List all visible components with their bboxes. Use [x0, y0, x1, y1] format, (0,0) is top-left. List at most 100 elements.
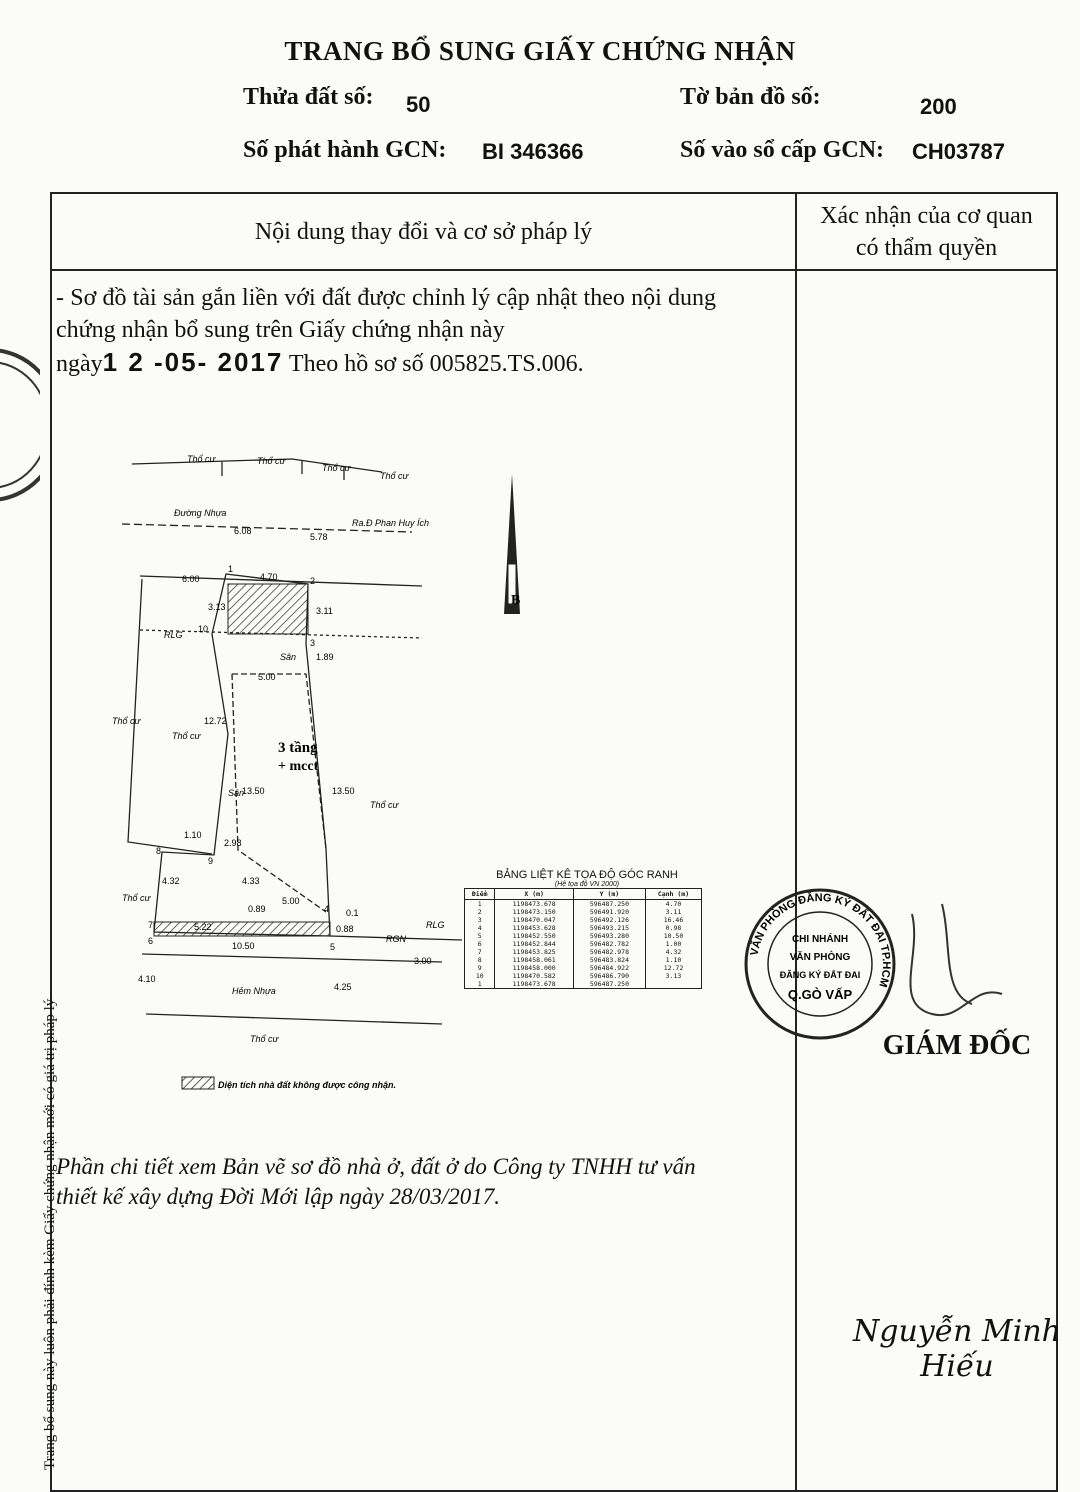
label-yard: Sân	[228, 788, 244, 798]
table-cell: 1198458.000	[494, 964, 574, 972]
label-thocu: Thổ cư	[172, 731, 202, 741]
table-cell: 596492.126	[572, 916, 646, 924]
column-header: Điểm	[463, 888, 496, 900]
dim-label: 3.00	[414, 956, 432, 966]
dim-label: 4.32	[162, 876, 180, 886]
change-content: - Sơ đồ tài sản gắn liền với đất được ch…	[56, 282, 716, 380]
register-number-value: CH03787	[912, 139, 1005, 164]
column-header: Cạnh (m)	[644, 888, 703, 900]
dim-label: 4.70	[260, 572, 278, 582]
official-seal-icon: VĂN PHÒNG ĐĂNG KÝ ĐẤT ĐAI TP.HCM CHI NHÁ…	[744, 888, 896, 1040]
label-thocu: Thổ cư	[322, 463, 352, 473]
parcel-value: 50	[406, 92, 431, 117]
dim-label: 13.50	[242, 786, 265, 796]
label-yard: Sân	[280, 652, 296, 662]
label-thocu: Thổ cư	[257, 456, 287, 466]
coordinate-table: BẢNG LIỆT KÊ TỌA ĐỘ GÓC RANH (Hệ tọa độ …	[462, 869, 712, 989]
dim-label: 1.10	[184, 830, 202, 840]
issue-number-value: BI 346366	[482, 139, 584, 164]
dim-label: 4.10	[138, 974, 156, 984]
hatched-area-top	[227, 583, 309, 635]
table-cell: 1	[463, 980, 495, 989]
legend-swatch	[181, 1076, 215, 1090]
property-sketch: Thổ cư Thổ cư Thổ cư Thổ cư Đường Nhựa R…	[112, 454, 520, 1090]
dim-label: 0.88	[336, 924, 354, 934]
road-centerline	[121, 523, 413, 533]
dim-label: 3.13	[208, 602, 226, 612]
label-rgn: RGN	[386, 934, 407, 944]
table-cell: 12.72	[644, 964, 702, 972]
column-header: X (m)	[494, 888, 574, 900]
dim-label: 1.89	[316, 652, 334, 662]
dim-label: 6.00	[182, 574, 200, 584]
table-cell: 6	[463, 940, 495, 948]
column-header-confirmation: Xác nhận của cơ quan có thẩm quyền	[820, 203, 1033, 261]
point-label: 10	[198, 624, 208, 634]
coordinate-table-subtitle: (Hệ tọa độ VN 2000)	[554, 881, 620, 888]
label-thocu: Thổ cư	[370, 800, 400, 810]
dim-label: 10.50	[232, 941, 255, 951]
issue-number-label: Số phát hành GCN:	[243, 137, 447, 163]
table-cell: 596486.790	[572, 972, 646, 980]
table-cell	[644, 980, 702, 989]
dim-label: 6.08	[234, 526, 252, 536]
label-thocu: Thổ cư	[250, 1034, 280, 1044]
table-cell: 4.32	[644, 948, 702, 956]
dim-label: 12.72	[204, 716, 227, 726]
dim-label: 5.22	[194, 922, 212, 932]
building-dashed-outline	[232, 673, 327, 850]
table-cell: 596484.922	[572, 964, 646, 972]
dim-label: 2.98	[224, 838, 242, 848]
partial-seal-icon	[0, 348, 40, 502]
table-cell: 4.70	[644, 899, 702, 908]
signature-stroke-icon	[909, 903, 1003, 1017]
point-label: 8	[156, 846, 161, 856]
rlg-bottom-line	[329, 935, 463, 941]
label-thocu: Thổ cư	[380, 471, 410, 481]
table-cell: 1198453.628	[494, 924, 574, 932]
table-cell: 1.00	[644, 940, 702, 948]
dim-label: 0.89	[248, 904, 266, 914]
label-thocu: Thổ cư	[112, 716, 142, 726]
coordinate-table-title: BẢNG LIỆT KÊ TỌA ĐỘ GÓC RANH	[496, 869, 678, 881]
table-cell: 16.46	[644, 916, 702, 924]
table-cell: 1198452.844	[494, 940, 574, 948]
dim-label: 5.00	[282, 896, 300, 906]
dossier-number: Theo hồ sơ số 005825.TS.006.	[288, 351, 584, 377]
table-cell: 3	[463, 916, 495, 924]
table-cell: 1198473.678	[494, 980, 574, 989]
seal-line: VĂN PHÒNG	[790, 950, 851, 963]
hatched-area-bottom	[153, 921, 331, 937]
column-header-content: Nội dung thay đổi và cơ sở pháp lý	[254, 219, 593, 245]
table-cell: 596482.978	[572, 948, 646, 956]
table-cell: 596493.215	[572, 924, 646, 932]
table-cell: 596483.824	[572, 956, 646, 964]
point-label: 1	[228, 564, 233, 574]
change-table: Nội dung thay đổi và cơ sở pháp lý Xác n…	[50, 192, 1061, 1492]
building-label-extra: + mcct	[278, 759, 319, 774]
dim-label: 4.33	[242, 876, 260, 886]
table-cell: 7	[463, 948, 495, 956]
director-title: GIÁM ĐỐC	[882, 1030, 1032, 1061]
table-cell: 596482.782	[572, 940, 646, 948]
seal-line: ĐĂNG KÝ ĐẤT ĐAI	[780, 969, 861, 980]
building-label: 3 tầng	[278, 740, 318, 756]
north-arrow-bar	[507, 563, 517, 605]
seal-line: CHI NHÁNH	[792, 932, 848, 945]
table-cell: 1	[463, 899, 495, 908]
table-cell: 10	[463, 972, 495, 980]
dim-label: 13.50	[332, 786, 355, 796]
table-cell: 1198470.582	[494, 972, 574, 980]
table-cell: 1.10	[644, 956, 702, 964]
top-divider-lines	[221, 460, 345, 480]
point-label: 2	[310, 576, 315, 586]
table-cell: 4	[463, 924, 495, 932]
register-number-label: Số vào sổ cấp GCN:	[680, 137, 885, 163]
